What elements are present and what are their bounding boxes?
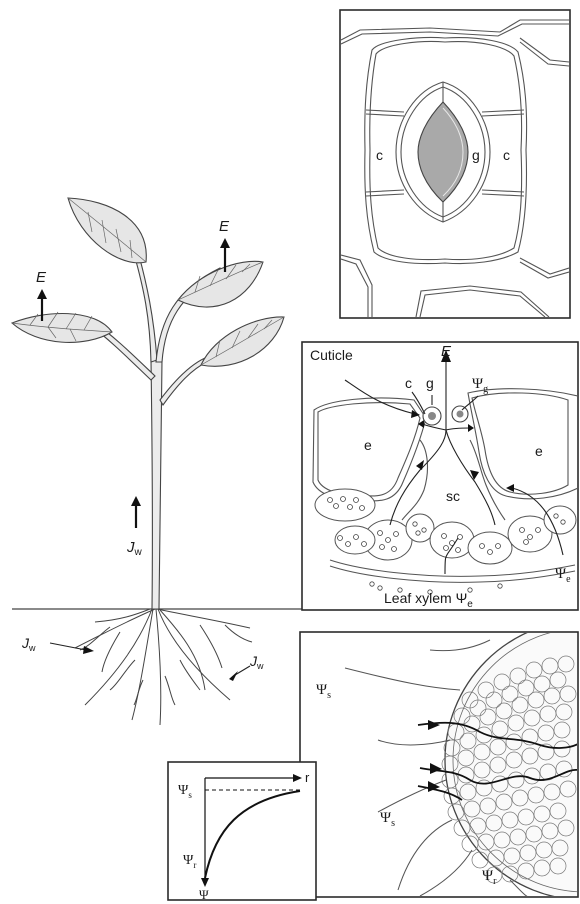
transpiration-arrowhead-left xyxy=(37,289,47,299)
root-flux-arrowhead-right xyxy=(229,671,238,681)
label-e-right-cell: e xyxy=(535,443,543,459)
graph-x-axis-label: r xyxy=(305,770,310,785)
transpiration-arrowhead-right xyxy=(220,238,230,248)
label-c-stomata-left: c xyxy=(376,147,383,163)
label-e-left-cell: e xyxy=(364,437,372,453)
main-stem xyxy=(151,360,162,609)
leaf-left xyxy=(12,312,112,342)
root-system xyxy=(75,609,252,725)
label-Jw-root-left: Jw xyxy=(21,635,36,653)
label-c-stomata-right: c xyxy=(503,147,510,163)
label-cuticle: Cuticle xyxy=(310,347,353,363)
root-section-panel: Ψs Ψs Ψr xyxy=(300,620,580,900)
root-flux-arrowhead-left xyxy=(83,646,94,654)
label-E-leaf-right: E xyxy=(219,218,230,235)
graph-y-axis-label: Ψ xyxy=(199,887,209,902)
label-g-leaf-section: g xyxy=(426,375,434,391)
stomata-panel: c g c xyxy=(340,10,570,318)
label-E-leaf-section: E xyxy=(441,343,452,360)
label-sc: sc xyxy=(446,488,460,504)
label-g-stomata: g xyxy=(472,147,480,163)
label-E-leaf-left: E xyxy=(36,269,47,286)
root-flux-arrow-left xyxy=(50,643,86,650)
leaf-top xyxy=(68,198,146,263)
label-Jw-stem: Jw xyxy=(126,539,143,558)
leaf-right-lower xyxy=(201,317,284,366)
label-c-leaf-section: c xyxy=(405,375,412,391)
potential-graph-inset: Ψs Ψr Ψ r xyxy=(168,762,316,902)
root-flux-arrow-right xyxy=(235,666,250,675)
leaf-section-panel: Cuticle E c g Ψg e e sc Leaf xylem Ψe Ψe xyxy=(302,342,578,610)
stem-flux-arrowhead xyxy=(131,496,141,506)
label-Jw-root-right: Jw xyxy=(249,653,264,671)
petiole-right xyxy=(160,358,207,405)
